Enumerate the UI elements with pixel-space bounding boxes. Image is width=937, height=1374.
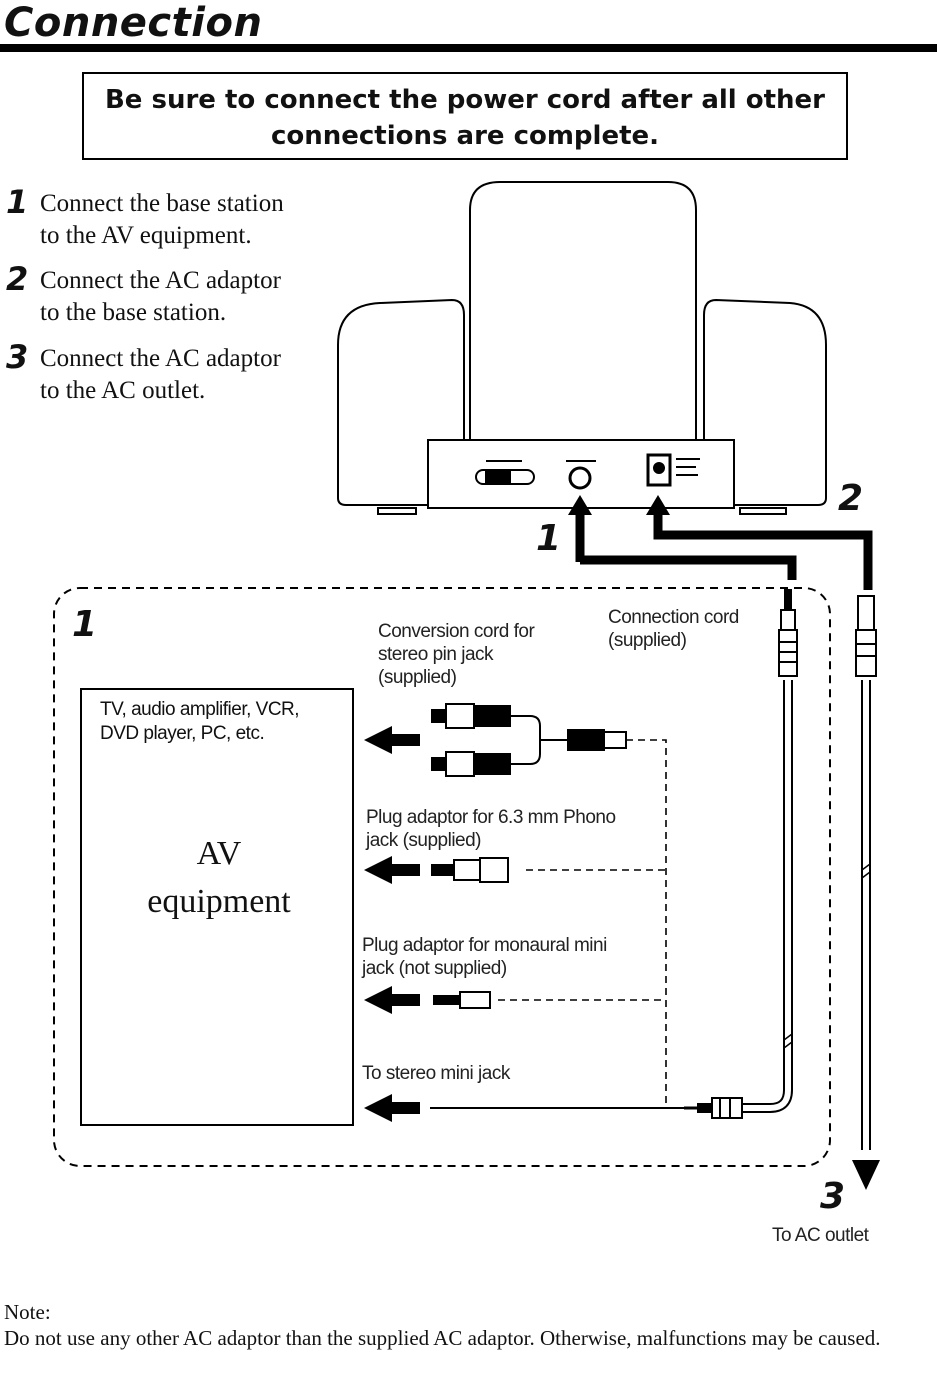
step-3-line-2: to the AC outlet. <box>40 377 206 404</box>
stereo-mini-label: To stereo mini jack <box>362 1063 510 1084</box>
conversion-cord <box>510 715 568 765</box>
page-title: Connection <box>4 0 263 46</box>
note-heading: Note: <box>4 1300 51 1324</box>
step-2-number: 2 <box>6 260 29 298</box>
conversion-cord-plugs <box>431 703 627 777</box>
arrow-audio-in <box>568 495 592 515</box>
warning-line-2: connections are complete. <box>270 121 660 151</box>
phono-plug-adaptor <box>431 857 509 883</box>
av-connection-region <box>53 587 831 1167</box>
ac-outlet-label: To AC outlet <box>772 1225 869 1246</box>
step-1-line-1: Connect the base station <box>40 190 284 217</box>
phono-adaptor-label: Plug adaptor for 6.3 mm Phono jack (supp… <box>366 807 616 851</box>
step-3-number: 3 <box>6 338 29 376</box>
callout-1-box: 1 <box>72 604 98 645</box>
av-equipment-box: TV, audio amplifier, VCR, DVD player, PC… <box>80 688 354 1126</box>
note-body: Do not use any other AC adaptor than the… <box>4 1326 881 1350</box>
channel-switch-knob <box>485 471 511 483</box>
step-1-line-2: to the AV equipment. <box>40 222 252 249</box>
conversion-cord-label: Conversion cord for stereo pin jack (sup… <box>378 621 535 688</box>
ac-adaptor-plug <box>855 595 877 677</box>
foot-right <box>739 507 787 515</box>
arrow-dc-in <box>646 495 670 515</box>
warning-line-1: Be sure to connect the power cord after … <box>104 85 825 115</box>
av-equipment-examples: TV, audio amplifier, VCR, DVD player, PC… <box>100 699 300 744</box>
connection-cord-bottom-plug <box>684 1097 743 1119</box>
av-equipment-title: AV equipment <box>147 835 291 920</box>
warning-box: Be sure to connect the power cord after … <box>82 72 848 160</box>
arrow-ac-outlet <box>852 1160 880 1190</box>
step-3-line-1: Connect the AC adaptor <box>40 345 281 372</box>
step-1-number: 1 <box>6 183 29 221</box>
mini-adaptor-label: Plug adaptor for monaural mini jack (not… <box>362 935 607 979</box>
mono-mini-adaptor <box>433 991 491 1009</box>
callout-2-station: 2 <box>838 478 864 519</box>
step-2-line-2: to the base station. <box>40 299 227 326</box>
av-input-arrows <box>364 726 420 1122</box>
step-2-line-1: Connect the AC adaptor <box>40 267 281 294</box>
connection-cord <box>740 680 793 1113</box>
adaptor-dashed-lines <box>498 739 667 1108</box>
connection-cord-top-plug <box>778 589 798 677</box>
foot-left <box>377 507 417 515</box>
callout-1-station: 1 <box>536 518 562 559</box>
connection-cord-label: Connection cord (supplied) <box>608 607 739 651</box>
audio-in-jack <box>568 466 592 490</box>
cable-to-audio-in <box>575 510 797 580</box>
base-station-illustration <box>337 181 827 515</box>
cable-to-dc-in <box>653 512 873 590</box>
callout-3: 3 <box>820 1176 846 1217</box>
base-station-back <box>469 181 697 501</box>
title-rule <box>0 44 937 52</box>
